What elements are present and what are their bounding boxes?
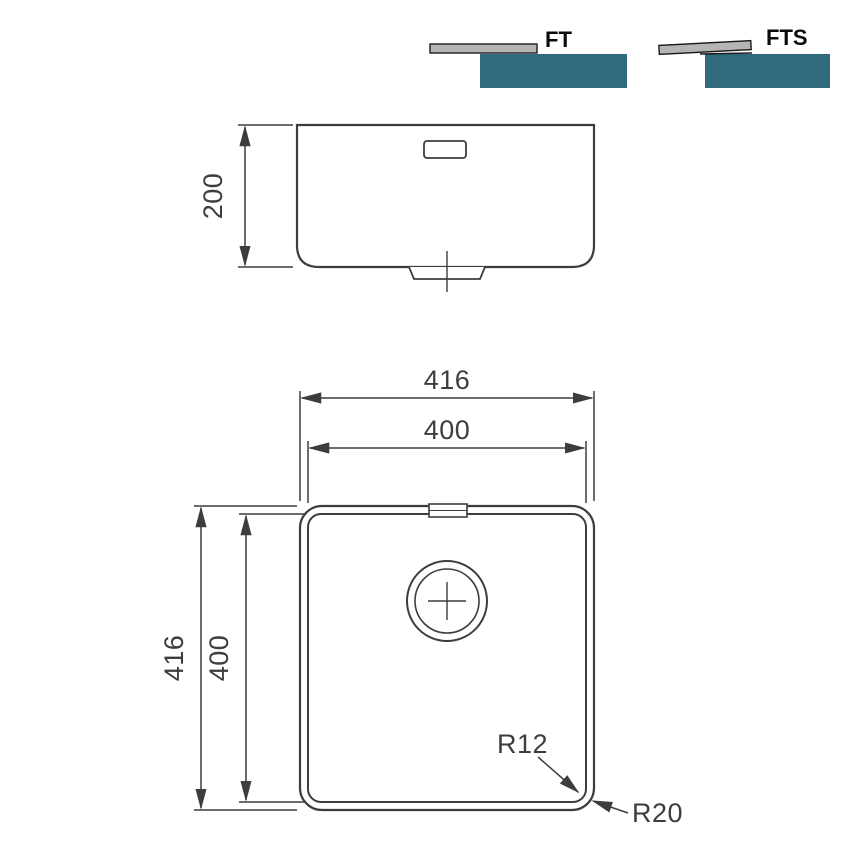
drain-outer-circle [406,560,488,642]
dimension-depth [238,124,293,268]
outer-width-dimension-label: 416 [424,365,471,395]
dimension-inner-height [239,513,305,803]
dimension-inner-width [307,441,587,503]
inner-radius-label: R12 [497,729,548,759]
callout-outer-radius [591,800,629,814]
callout-inner-radius [537,756,580,794]
outer-radius-label: R20 [632,798,683,828]
inner-width-dimension-label: 400 [424,415,471,445]
top-view-outer-rim [298,504,596,812]
fts-countertop-bar [658,39,752,56]
depth-dimension-label: 200 [198,173,228,220]
fts-mounting-icon [658,39,830,88]
fts-label: FTS [766,25,808,50]
drain-inner-circle [414,568,480,634]
dimension-outer-width [299,391,595,501]
leader-line [591,800,629,814]
leader-line [537,756,580,794]
fts-step-line [699,52,753,55]
ft-mounting-icon [429,43,627,88]
side-view-outline [295,123,596,269]
ft-label: FT [545,27,572,52]
inner-height-dimension-label: 400 [204,635,234,682]
dimension-outer-height [194,505,297,811]
sink-side-view [295,123,596,292]
ft-countertop-bar [429,43,538,54]
ft-sink-body [480,54,627,88]
outer-height-dimension-label: 416 [159,635,189,682]
sink-top-view [298,503,596,812]
side-view-overflow [423,140,467,159]
fts-sink-body [705,54,830,88]
